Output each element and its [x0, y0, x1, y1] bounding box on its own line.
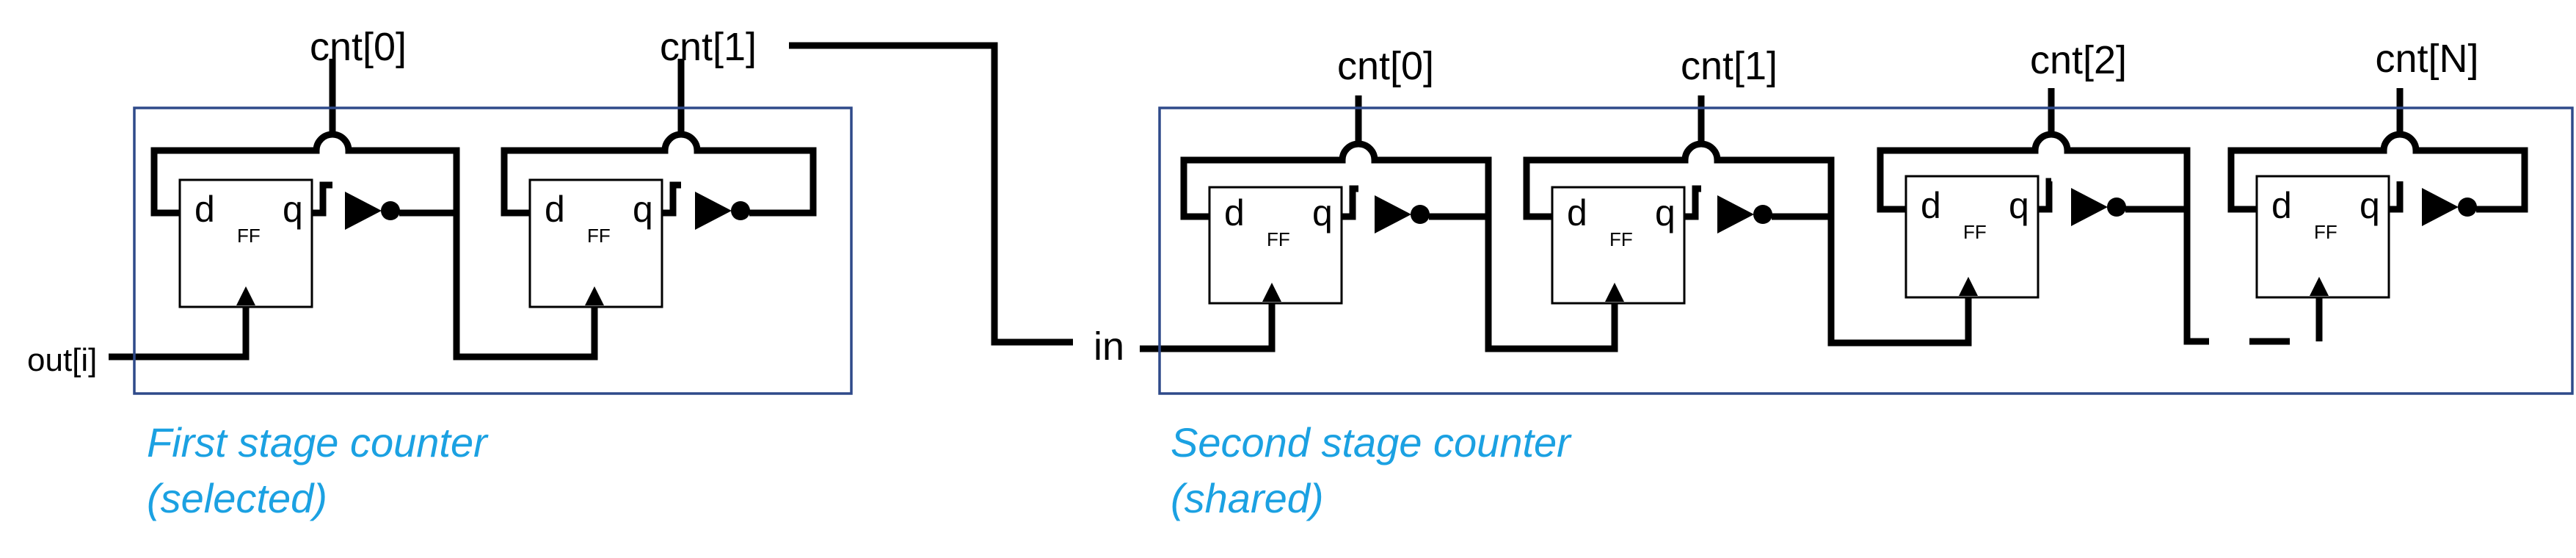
stage2-cell1-inverter-bubble	[1753, 205, 1772, 224]
stage2-cell1-d-label: d	[1567, 192, 1587, 233]
stage2-cell1-clock-arrow-icon	[1605, 283, 1624, 302]
stage2-feed-wire	[789, 42, 1073, 346]
stage1-cell1-ff-label: FF	[587, 225, 611, 247]
stage1-cell1-q-wire	[662, 181, 681, 217]
stage2-cell0-ff-label: FF	[1267, 228, 1290, 250]
stage2-cell2-q-wire	[2038, 178, 2053, 213]
stage1-cell1-ff-box	[528, 178, 663, 308]
stage1-input-wire	[109, 297, 250, 360]
stage1-caption-line1: First stage counter	[147, 419, 489, 465]
stage2-cell0-inverter-bubble	[1411, 205, 1430, 224]
stage2-cell2-ff-box	[1904, 175, 2040, 299]
stage2-cnt2-label: cnt[2]	[2030, 38, 2127, 82]
stage2-cell3-ff-box	[2255, 175, 2390, 299]
stage2-cell3-d-label: d	[2271, 185, 2292, 226]
first-stage-box	[133, 106, 853, 395]
stage1-cell0-d-label: d	[194, 189, 215, 230]
stage2-cell1-ff-box	[1551, 186, 1686, 305]
stage1-cell1-clock-arrow-icon	[585, 286, 604, 305]
stage2-cell1-inverter-icon	[1717, 195, 1754, 233]
stage1-cell1-d-label: d	[545, 189, 565, 230]
stage2-cell2-d-label: d	[1921, 185, 1941, 226]
wiring	[109, 42, 2528, 360]
stage1-cell0-q-label: q	[283, 189, 303, 230]
stage2-cell2-inverter-icon	[2071, 188, 2108, 226]
stage2-caption-line2: (shared)	[1171, 475, 1324, 521]
second-stage-box	[1158, 106, 2574, 395]
stage2-cell0-inverter-icon	[1375, 195, 1411, 233]
stage2-cell0-clock-arrow-icon	[1262, 283, 1281, 302]
stage2-cell3-inverter-bubble	[2458, 198, 2477, 217]
stage1-cell0-q-wire	[312, 181, 332, 217]
stage2-cell2-q-label: q	[2009, 185, 2029, 226]
stage1-carry-wire	[453, 213, 598, 360]
stage1-cell0-ff-label: FF	[237, 225, 261, 247]
stage1-cell0-inverter-bubble	[381, 201, 400, 220]
stage2-carry-wire-3a	[2183, 209, 2209, 345]
stage2-cell1-q-label: q	[1655, 192, 1676, 233]
stage2-cell3-clock-arrow-icon	[2310, 277, 2329, 296]
stage2-cell0-d-label: d	[1224, 192, 1245, 233]
stage2-input-wire	[1140, 294, 1276, 352]
stage2-carry-wire-1	[1485, 217, 1618, 352]
stage2-cell3-inverter-icon	[2422, 188, 2459, 226]
stage1-cell1-inverter-bubble	[731, 201, 750, 220]
stage1-caption-line2: (selected)	[147, 475, 327, 521]
stage1-cell0-clock-arrow-icon	[236, 286, 255, 305]
stage2-cell0-q-label: q	[1312, 192, 1333, 233]
stage2-caption-line1: Second stage counter	[1171, 419, 1572, 465]
stage1-cnt1-label: cnt[1]	[660, 25, 757, 69]
stage1-cell1-q-label: q	[633, 189, 653, 230]
stage2-cell0-ff-box	[1208, 186, 1343, 305]
stage2-cell2-clock-arrow-icon	[1959, 277, 1978, 296]
stage2-cell2-ff-label: FF	[1963, 221, 1987, 243]
stage1-cell1-inverter-icon	[695, 192, 732, 230]
stage1-input-label: out[i]	[27, 342, 97, 378]
stage2-input-label: in	[1094, 325, 1124, 369]
stage2-cnt1-label: cnt[1]	[1681, 44, 1778, 88]
stage2-carry-wire-2	[1827, 217, 1972, 347]
stage1-cnt0-label: cnt[0]	[310, 25, 407, 69]
stage2-cnt0-label: cnt[0]	[1337, 44, 1434, 88]
stage2-cell3-q-label: q	[2359, 185, 2380, 226]
stage2-cell2-inverter-bubble	[2107, 198, 2126, 217]
stage2-cell3-ff-label: FF	[2314, 221, 2337, 243]
stage1-cell0-ff-box	[178, 178, 313, 308]
stage2-cell0-q-wire	[1342, 185, 1358, 220]
flip-flop-cells: d qFF d qFF d qFF d qFF d qFF d qFF	[178, 175, 2477, 308]
stage2-cntN-label: cnt[N]	[2375, 37, 2478, 81]
stage2-cell3-q-wire	[2389, 181, 2404, 213]
stage2-cell1-ff-label: FF	[1609, 228, 1633, 250]
stage1-cell0-inverter-icon	[345, 192, 382, 230]
stage2-cell1-q-wire	[1684, 185, 1701, 220]
